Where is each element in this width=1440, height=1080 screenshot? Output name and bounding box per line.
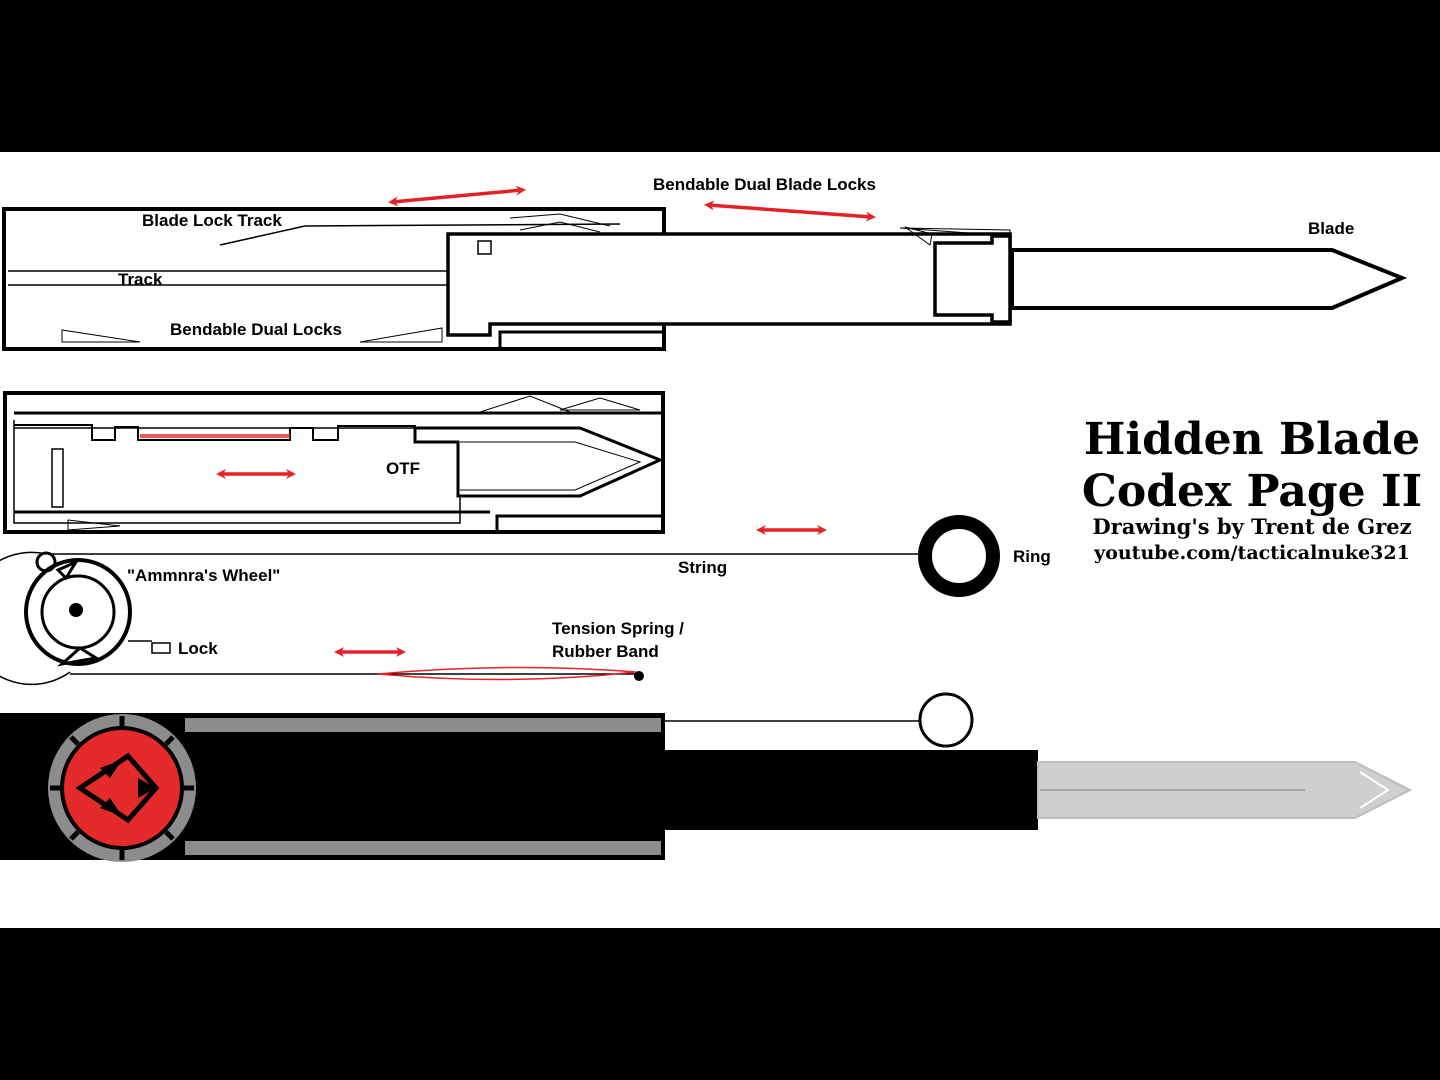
blade-lock-track-line (219, 225, 306, 246)
label-string: String (678, 558, 727, 577)
blade-lock-spring (519, 221, 601, 233)
otf-housing (3, 391, 665, 534)
blade-sheath (660, 750, 1038, 830)
bottom-slot (498, 330, 666, 351)
carrier-lock-tooth (899, 227, 1011, 237)
label-lock: Lock (178, 639, 218, 658)
title-block: Hidden Blade Codex Page II Drawing's by … (1082, 414, 1422, 564)
wheel-pawl (55, 558, 80, 581)
pull-ring-icon (918, 692, 974, 748)
wheel-lock (151, 642, 171, 654)
blade-collar (933, 234, 1012, 324)
otf-bottom-slot (495, 514, 665, 534)
blade-lock-spring (509, 213, 611, 227)
label-track: Track (118, 270, 163, 289)
figure-side-section: Blade Lock Track Track Bendable Dual Loc… (2, 175, 1408, 351)
wheel-pawl (57, 646, 101, 667)
bendable-lock-right (359, 327, 443, 343)
page-subtitle: Codex Page II (1082, 466, 1422, 517)
label-tension-spring: Tension Spring / (552, 619, 684, 638)
channel-line: youtube.com/tacticalnuke321 (1093, 542, 1410, 564)
blade-edge (1359, 771, 1390, 809)
blade (1010, 248, 1408, 310)
pull-ring-icon (918, 515, 1000, 597)
label-rubber-band: Rubber Band (552, 642, 659, 661)
blade-carrier (446, 232, 1012, 337)
wheel-axle (69, 603, 83, 617)
otf-slot (51, 448, 64, 508)
otf-blade (413, 426, 664, 498)
bendable-lock-left (61, 329, 141, 343)
spring-anchor (634, 671, 644, 681)
otf-lock-wedge (479, 395, 571, 413)
carrier-lock-tooth (904, 226, 933, 246)
figure-exterior-view (0, 692, 1413, 862)
figure-otf-section: OTF (3, 391, 665, 534)
carrier-pin (477, 240, 492, 255)
double-headed-arrow-icon (704, 200, 876, 222)
figure-wheel-assembly: "Ammnra's Wheel" Lock String Ring Tensio… (0, 515, 1051, 686)
page-title: Hidden Blade (1084, 414, 1420, 465)
otf-lock-wedge (67, 519, 121, 531)
label-ring: Ring (1013, 547, 1051, 566)
label-otf: OTF (386, 459, 420, 478)
credit-line: Drawing's by Trent de Grez (1092, 514, 1411, 539)
otf-lock-wedge (559, 397, 641, 411)
label-ammnras-wheel: "Ammnra's Wheel" (127, 566, 280, 585)
wheel-housing (0, 551, 71, 686)
label-bendable-dual-locks: Bendable Dual Locks (170, 320, 342, 339)
assassin-insignia-icon (48, 714, 196, 862)
otf-blade-inner (460, 441, 642, 491)
label-blade-lock-track: Blade Lock Track (142, 211, 282, 230)
label-blade: Blade (1308, 219, 1354, 238)
gauntlet-stripe (185, 718, 661, 732)
double-headed-arrow-icon (388, 185, 526, 207)
otf-latch (14, 424, 416, 441)
label-bendable-dual-blade-locks: Bendable Dual Blade Locks (653, 175, 876, 194)
gauntlet-stripe (185, 841, 661, 855)
